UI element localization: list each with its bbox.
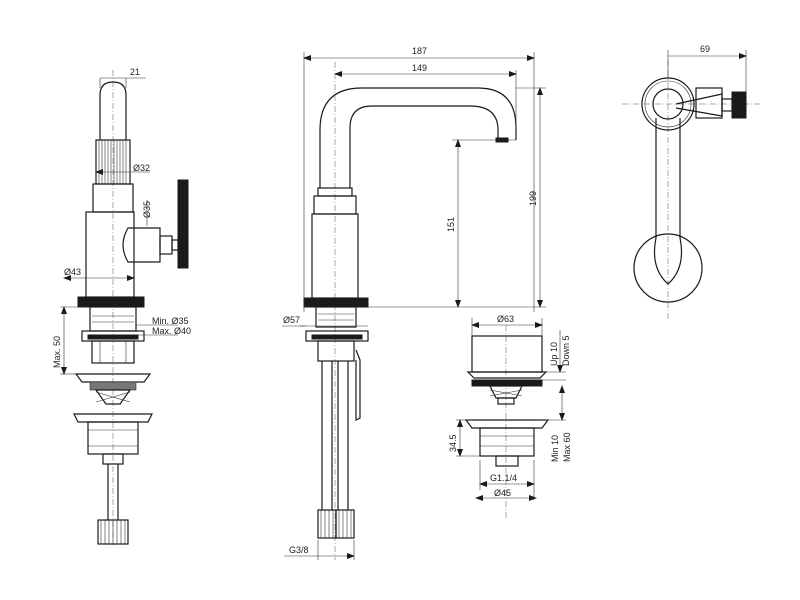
dim-side-min: Min. Ø35 (152, 316, 189, 326)
dim-waste-max: Max 60 (562, 432, 572, 462)
dim-side-max-50: Max. 50 (52, 336, 62, 368)
top-wheel (731, 91, 747, 119)
dim-front-base-dia: Ø57 (283, 315, 300, 325)
side-view: 21 Ø32 Ø35 Ø43 Min. Ø35 Max. Ø40 Max. 50 (52, 67, 191, 545)
dim-waste-cap-dia: Ø63 (497, 314, 514, 324)
dim-waste-up: Up 10 (549, 342, 559, 366)
dim-front-overall-reach: 187 (412, 46, 427, 56)
dim-waste-down: Down 5 (561, 335, 571, 366)
dim-front-overall-height: 199 (528, 191, 538, 206)
dim-waste-thread: G1.1/4 (490, 473, 517, 483)
dim-front-spout-reach: 149 (412, 63, 427, 73)
dim-waste-min: Min 10 (550, 435, 560, 462)
dim-waste-height: 34.5 (448, 434, 458, 452)
top-view: 69 (622, 44, 760, 320)
dim-front-thread: G3/8 (289, 545, 309, 555)
dim-side-knob-dia: Ø35 (142, 201, 152, 218)
dim-side-knurl-dia: Ø32 (133, 163, 150, 173)
side-handle (99, 81, 127, 140)
front-spout (319, 87, 517, 188)
dim-side-handle-width: 21 (130, 67, 140, 77)
side-body (85, 211, 135, 298)
waste-cap (471, 335, 543, 373)
front-view: 187 149 151 199 Ø57 G3/8 (282, 46, 546, 560)
dim-front-spout-height: 151 (446, 217, 456, 232)
dim-side-max: Max. Ø40 (152, 326, 191, 336)
dim-side-body-dia: Ø43 (64, 267, 81, 277)
dim-waste-body-dia: Ø45 (494, 488, 511, 498)
side-wheel (177, 179, 189, 269)
dim-top-depth: 69 (700, 44, 710, 54)
waste-detail: Ø63 Up 10 Down 5 34.5 Min 10 Max 60 G1.1… (448, 314, 572, 520)
